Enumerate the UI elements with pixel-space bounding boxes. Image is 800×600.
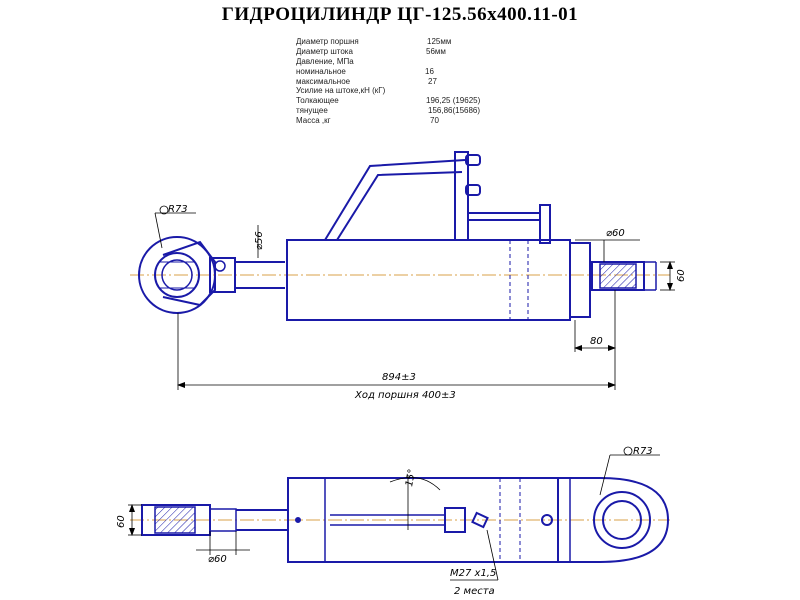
top-dimensions: [154, 212, 675, 390]
bottom-dimensions: [128, 454, 660, 581]
spec-value: 156,86(15686): [428, 106, 481, 116]
top-rear-end: [591, 261, 645, 291]
bottom-end-dia-label: ⌀60: [208, 554, 227, 565]
top-end-height-label: 60: [676, 269, 687, 282]
spec-label: Усилие на штоке,кН (кГ): [296, 86, 386, 96]
spec-label: максимальное: [296, 76, 351, 86]
spec-value: 56мм: [426, 46, 446, 56]
spec-label: Диаметр штока: [296, 46, 353, 56]
bottom-cylinder-body: [287, 477, 559, 563]
spec-value: 16: [425, 66, 434, 76]
angle-label: 15°: [404, 468, 418, 487]
top-rod-dia-label: ⌀56: [254, 231, 265, 250]
spec-label: Толкающее: [296, 96, 339, 106]
top-end-dia-label: ⌀60: [606, 228, 625, 239]
overall-length-label: 894±3: [382, 372, 416, 383]
thread-label: М27 х1,5: [450, 568, 496, 579]
spec-label: Давление, МПа: [296, 56, 354, 66]
bottom-view: [130, 477, 670, 563]
spec-label: номинальное: [296, 66, 346, 76]
top-rod-eye: [138, 236, 226, 314]
top-port-block: [454, 151, 469, 241]
bottom-rear-eye: [558, 477, 670, 563]
spec-value: 196,25 (19625): [426, 96, 481, 106]
bottom-eye-radius-label: R73: [633, 446, 653, 457]
top-end-length-label: 80: [590, 336, 603, 347]
spec-label: Диаметр поршня: [296, 37, 359, 46]
spec-label: тянущее: [296, 106, 328, 116]
drawing-title: ГИДРОЦИЛИНДР ЦГ-125.56х400.11-01: [221, 4, 579, 25]
bottom-end-height-label: 60: [116, 515, 127, 528]
stroke-label: Ход поршня 400±3: [354, 390, 456, 401]
top-eye-radius-label: R73: [168, 204, 188, 215]
spec-value: 125мм: [427, 37, 452, 46]
top-clamp: [209, 257, 236, 293]
spec-value: 27: [428, 76, 437, 86]
bottom-piston-rod: [236, 509, 288, 531]
top-cylinder-body: [286, 239, 571, 321]
spec-value: 70: [430, 116, 439, 126]
top-piston-rod: [235, 261, 285, 289]
top-hydraulic-pipe: [324, 159, 466, 241]
spec-label: Масса ,кг: [296, 116, 331, 126]
top-rear-flange: [569, 242, 591, 318]
top-view: [130, 151, 670, 321]
thread-qty-label: 2 места: [454, 586, 495, 597]
